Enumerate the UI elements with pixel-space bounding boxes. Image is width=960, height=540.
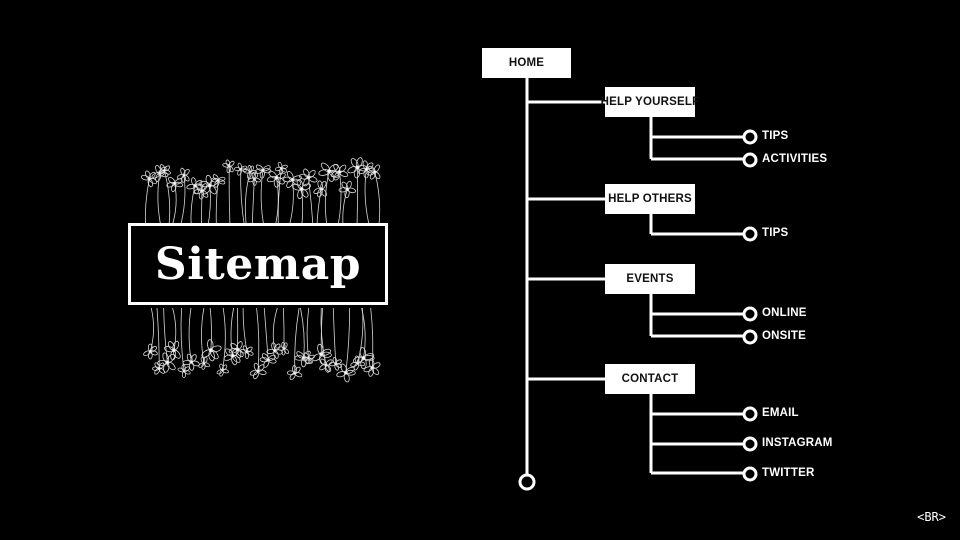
leaf-email: EMAIL <box>762 407 799 419</box>
leaf-onsite: ONSITE <box>762 330 807 342</box>
leaf-node-twitter <box>742 466 758 482</box>
br-mark: <BR> <box>917 510 946 524</box>
leaf-node-online <box>742 306 758 322</box>
page-title: Sitemap <box>154 238 362 290</box>
node-events: EVENTS <box>605 264 695 294</box>
leaf-node-onsite <box>742 329 758 345</box>
flower-illustration <box>140 157 381 383</box>
leaf-node-tips-1 <box>742 129 758 145</box>
leaf-node-email <box>742 406 758 422</box>
title-frame: Sitemap <box>128 223 388 305</box>
leaf-node-tips-2 <box>742 226 758 242</box>
leaf-tips-help-yourself: TIPS <box>762 130 789 142</box>
leaf-tips-help-others: TIPS <box>762 227 789 239</box>
node-contact: CONTACT <box>605 364 695 394</box>
node-home: HOME <box>482 48 571 78</box>
leaf-activities: ACTIVITIES <box>762 153 828 165</box>
leaf-online: ONLINE <box>762 307 807 319</box>
node-help-others: HELP OTHERS <box>605 184 695 214</box>
leaf-node-instagram <box>742 436 758 452</box>
node-help-yourself: HELP YOURSELF <box>601 87 699 117</box>
leaf-node-activities <box>742 152 758 168</box>
leaf-twitter: TWITTER <box>762 467 815 479</box>
trunk-end-node <box>518 473 536 491</box>
leaf-instagram: INSTAGRAM <box>762 437 833 449</box>
